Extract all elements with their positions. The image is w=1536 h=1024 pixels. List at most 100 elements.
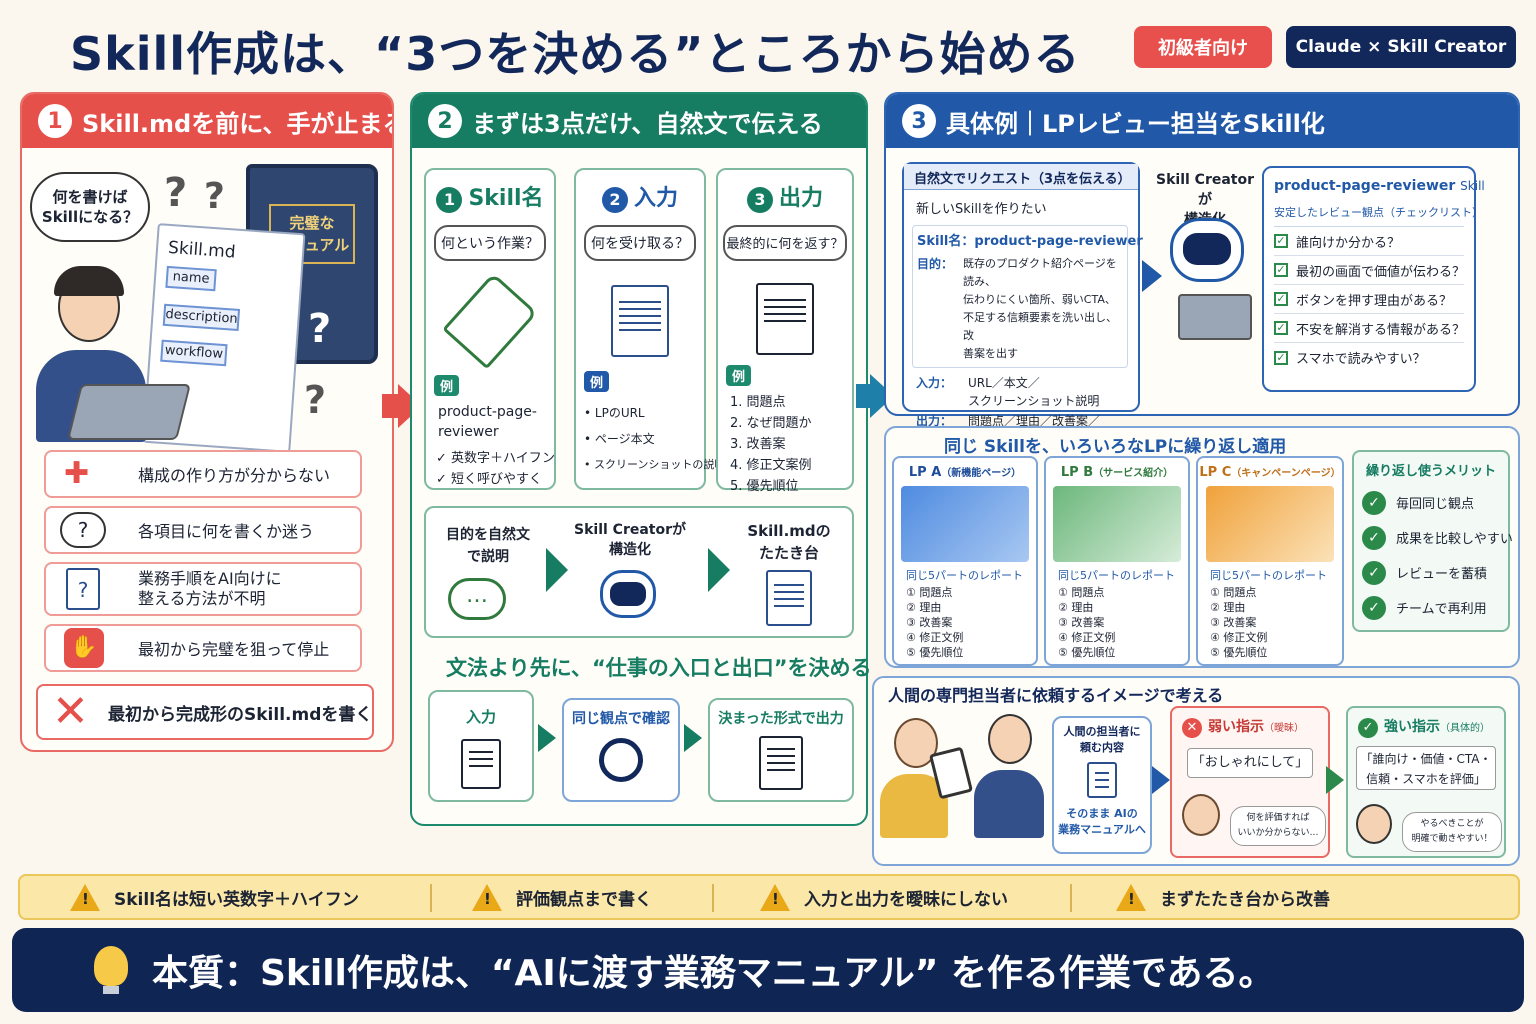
lp-name: LP A [908,465,942,480]
report-part: ⑤ 優先順位 [906,646,964,659]
check-text: 不安を解消する情報がある？ [1296,322,1466,338]
lp-card-a: LP A（新機能ページ） 同じ5パートのレポート ① 問題点 ② 理由 ③ 改善… [892,456,1038,666]
strong-label: 強い指示 [1384,719,1440,735]
warning-icon: ! [472,883,502,911]
arrow-icon [1326,766,1344,794]
report-part: ② 理由 [1210,601,1246,614]
bad-approach-box: ✕ 最初から完成形のSkill.mdを書く [36,684,374,740]
merit-text: レビューを蓄積 [1396,567,1488,582]
skill-card-subtitle: 安定したレビュー観点（チェックリスト） [1274,204,1483,227]
subsection-title: 文法より先に、“仕事の入口と出口”を決める [446,656,872,680]
check-text: スマホで読みやすい？ [1296,352,1426,367]
step-output: 決まった形式で出力 [708,698,854,802]
skill-card-suffix: Skill [1460,179,1485,193]
chat-bubble-icon: … [448,578,506,620]
essence-text: 本質：Skill作成は、“AIに渡す業務マニュアル” を作る作業である。 [152,953,1275,994]
warning-icon: ! [1116,883,1146,911]
warning-item: ! 評価観点まで書く [472,876,652,918]
col-number: 3 [746,186,773,213]
input-label: 入力： [916,376,953,390]
report-part: ② 理由 [906,601,942,614]
divider [712,884,714,912]
panel-problem-title: Skill.mdを前に、手が止まる [82,109,394,138]
report-part: ① 問題点 [1210,586,1257,599]
field-description: description [162,303,241,331]
panel-number: 3 [902,104,936,138]
example-badge: 例 [726,364,852,386]
problem-item: ? 業務手順をAI向けに 整える方法が不明 [44,562,362,616]
check-icon: ✓ [1362,560,1386,585]
strong-tag: （具体的） [1440,723,1490,734]
arrow-icon [546,548,568,592]
checklist-item: ✓誰向けか分かる？ [1274,227,1464,256]
checklist-item: ✓スマホで読みやすい？ [1274,343,1464,372]
warning-text: 入力と出力を曖昧にしない [804,889,1008,910]
warning-item: ! 入力と出力を曖昧にしない [760,876,1008,918]
col-question: 何という作業？ [434,224,546,261]
example-label: 例 [584,370,610,392]
output-item: 4. 修正文案例 [730,457,812,473]
report-part: ① 問題点 [1058,586,1105,599]
warning-text: 評価観点まで書く [516,889,652,910]
strong-instruction-box: ✓強い指示（具体的） 「誰向け・価値・CTA・ 信頼・スマホを評価」 やるべきこ… [1346,706,1506,858]
document-icon [611,284,669,357]
strong-head: ✓ 強い指示（具体的） [1358,716,1504,738]
report-part: ② 理由 [1058,601,1094,614]
warning-bar: !Skill名は短い英数字＋ハイフン !評価観点まで書く !入力と出力を曖昧にし… [18,874,1520,920]
arrow-icon [856,384,872,408]
col-title: Skill名 [468,186,544,211]
lp-title: LP A（新機能ページ） [894,464,1036,480]
cross-icon: ✕ [1182,718,1202,738]
report-part: ⑤ 優先順位 [1210,646,1268,659]
panel-number: 2 [428,104,462,138]
check-icon: ✓ [1274,234,1288,248]
check-icon: ✓ [1358,718,1378,738]
doc-link-icon [461,739,501,789]
col-title: 入力 [633,186,678,211]
merit-title: 繰り返し使うメリット [1365,464,1496,479]
weak-thought: 何を評価すれば いいか分からない… [1230,806,1326,846]
field-workflow: workflow [160,339,228,367]
output-label: 出力： [916,414,953,428]
robot-icon [600,570,656,618]
merit-card: 繰り返し使うメリット ✓毎回同じ観点 ✓成果を比較しやすい ✓レビューを蓄積 ✓… [1352,450,1513,632]
report-part: ① 問題点 [906,586,953,599]
checklist-icon [759,736,803,790]
report-label: 同じ5パートのレポート [906,569,1023,582]
thought-text: 何を書けば Skillになる？ [41,188,139,226]
output-item: 5. 優先順位 [730,478,799,494]
lp-card-b: LP B（サービス紹介） 同じ5パートのレポート ① 問題点 ② 理由 ③ 改善… [1044,456,1190,666]
check-icon: ✓ [1362,525,1386,550]
output-item: 1. 問題点 [730,394,786,410]
skill-name-value: product-page-reviewer [974,234,1143,249]
stop-hand-icon: ✋ [64,628,104,668]
bad-approach-text: 最初から完成形のSkill.mdを書く [108,704,373,725]
lp-screenshot [1053,486,1181,562]
checklist-item: ✓最初の画面で価値が伝わる？ [1274,256,1465,285]
problem-text: 最初から完璧を狙って停止 [138,640,330,659]
step-input: 入力 [428,690,534,802]
input-item: • ページ本文 [584,431,655,446]
checklist-item: ✓不安を解消する情報がある？ [1274,314,1466,343]
brand-badge: Claude × Skill Creator [1286,26,1516,68]
request-box-text: 人間の担当者に 頼む内容 [1063,725,1141,754]
lightbulb-base-icon [103,986,119,994]
lp-name: LP B [1060,465,1094,480]
essence-banner: 本質：Skill作成は、“AIに渡す業務マニュアル” を作る作業である。 [12,928,1524,1012]
laptop-icon [67,384,191,440]
example-badge: 例 [584,370,704,392]
confident-person [1356,804,1392,844]
lp-screenshot [901,486,1029,562]
question-bubble-icon: ? [60,512,106,548]
warning-icon: ! [760,883,790,911]
repeat-title: 同じ Skillを、いろいろなLPに繰り返し適用 [944,437,1287,457]
output-item: 2. なぜ問題か [730,415,812,431]
panel-example-title: 具体例｜LPレビュー担当をSkill化 [946,109,1325,138]
divider [1070,884,1072,912]
request-content-box: 人間の担当者に 頼む内容 そのまま AIの 業務マニュアルへ [1052,716,1152,854]
lightbulb-icon [94,946,128,986]
document-icon [766,570,812,626]
